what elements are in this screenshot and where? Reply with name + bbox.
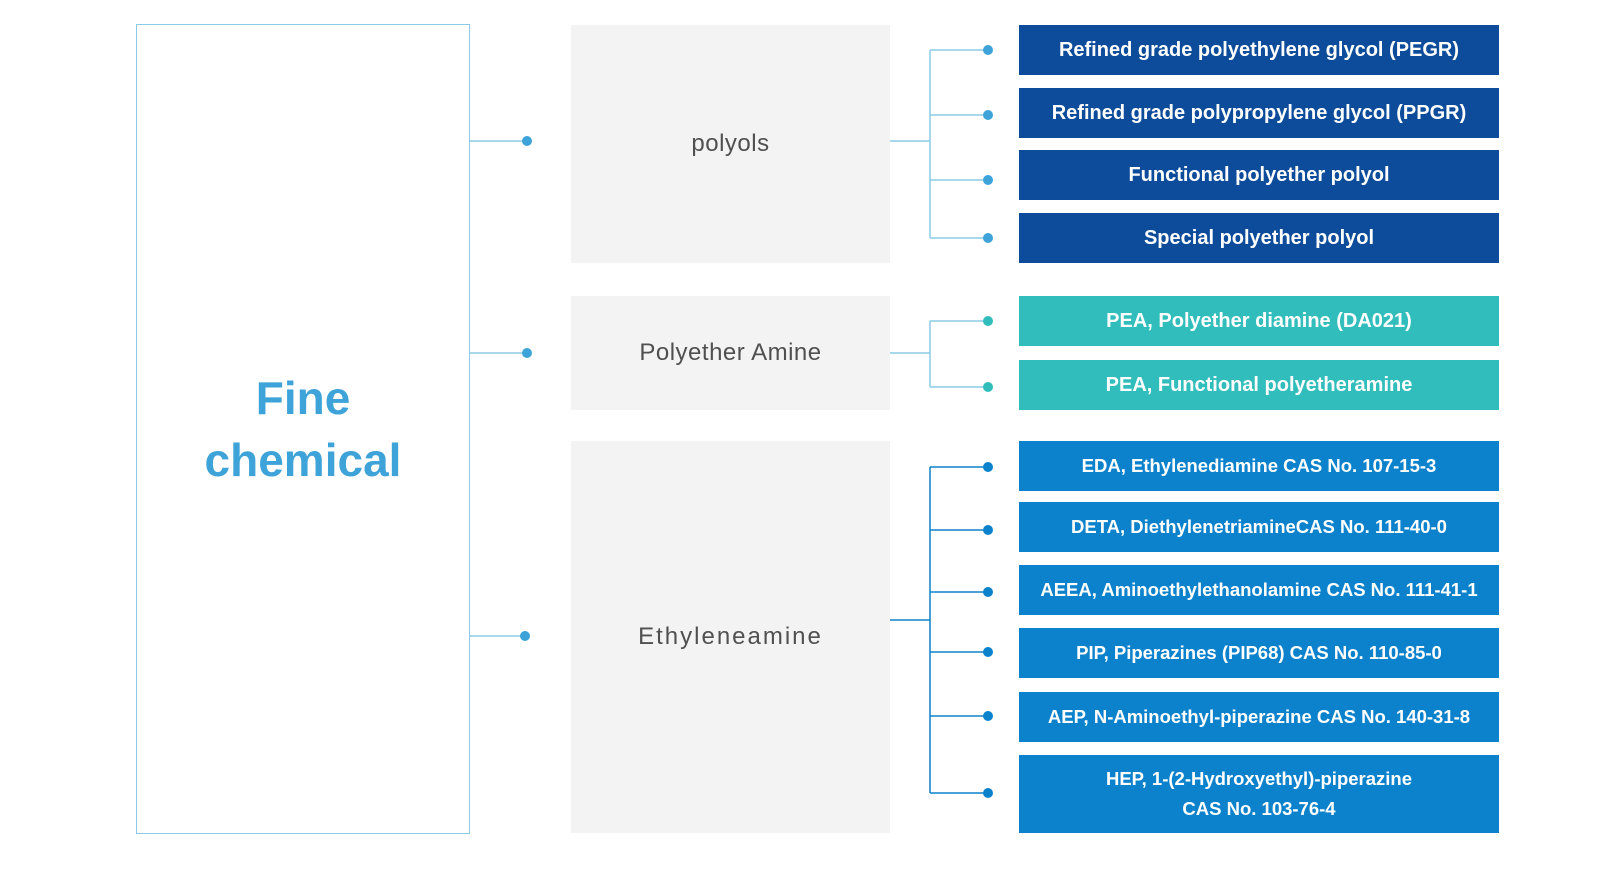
category-polyether-amine: Polyether Amine xyxy=(571,296,890,410)
ethyl-bracket xyxy=(890,466,985,794)
category-label: Polyether Amine xyxy=(639,339,822,366)
root-connector-dots xyxy=(520,136,532,641)
leaf-pea-functional: PEA, Functional polyetheramine xyxy=(1019,360,1499,410)
leaf-pea-diamine: PEA, Polyether diamine (DA021) xyxy=(1019,296,1499,346)
root-title: Fine chemical xyxy=(204,372,402,486)
amine-bracket-dots xyxy=(983,316,993,392)
leaf-aeea: AEEA, Aminoethylethanolamine CAS No. 111… xyxy=(1019,565,1499,615)
category-label: polyols xyxy=(691,130,770,157)
category-polyols: polyols xyxy=(571,25,890,263)
leaf-aep: AEP, N-Aminoethyl-piperazine CAS No. 140… xyxy=(1019,692,1499,742)
leaf-special-polyether-polyol: Special polyether polyol xyxy=(1019,213,1499,263)
leaf-eda: EDA, Ethylenediamine CAS No. 107-15-3 xyxy=(1019,441,1499,491)
category-label: Ethyleneamine xyxy=(638,623,823,650)
leaf-hep: HEP, 1-(2-Hydroxyethyl)-piperazine CAS N… xyxy=(1019,755,1499,833)
root-connectors xyxy=(470,140,526,637)
category-ethyleneamine: Ethyleneamine xyxy=(571,441,890,833)
polyols-bracket-dots xyxy=(983,45,993,243)
leaf-ppgr: Refined grade polypropylene glycol (PPGR… xyxy=(1019,88,1499,138)
leaf-deta: DETA, DiethylenetriamineCAS No. 111-40-0 xyxy=(1019,502,1499,552)
leaf-pegr: Refined grade polyethylene glycol (PEGR) xyxy=(1019,25,1499,75)
polyols-bracket xyxy=(890,49,985,239)
leaf-pip: PIP, Piperazines (PIP68) CAS No. 110-85-… xyxy=(1019,628,1499,678)
root-node: Fine chemical xyxy=(136,24,470,834)
leaf-functional-polyether-polyol: Functional polyether polyol xyxy=(1019,150,1499,200)
amine-bracket xyxy=(890,320,985,388)
ethyl-bracket-dots xyxy=(983,462,993,798)
